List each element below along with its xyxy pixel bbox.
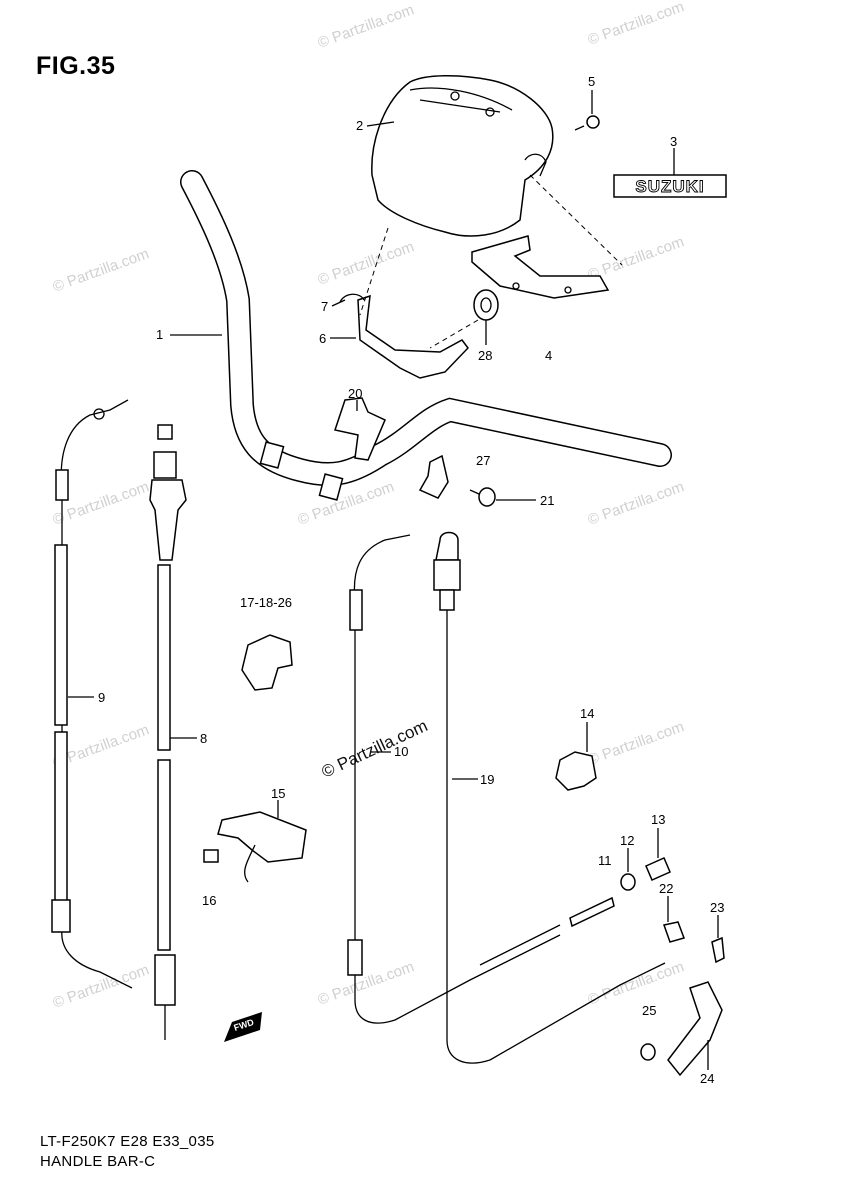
callout-8: 8 bbox=[200, 731, 207, 746]
callout-1: 1 bbox=[156, 327, 163, 342]
emblem-text: SUZUKI bbox=[635, 177, 704, 196]
clamp-17-18-26 bbox=[241, 634, 293, 691]
callout-11: 11 bbox=[598, 853, 612, 868]
screw-5 bbox=[574, 115, 600, 131]
callout-2: 2 bbox=[356, 118, 363, 133]
callout-labels: 1 2 3 4 5 6 7 28 20 27 21 9 8 17-18-26 1… bbox=[98, 74, 724, 1086]
watermark: © Partzilla.com bbox=[586, 958, 687, 1009]
cable-9 bbox=[51, 399, 133, 989]
watermark: © Partzilla.com bbox=[316, 958, 417, 1009]
watermarks: © Partzilla.com © Partzilla.com © Partzi… bbox=[51, 0, 687, 1012]
callout-17-18-26: 17-18-26 bbox=[240, 595, 292, 610]
callout-12: 12 bbox=[620, 833, 634, 848]
bracket-15 bbox=[217, 811, 307, 883]
callout-3: 3 bbox=[670, 134, 677, 149]
holder-20 bbox=[334, 397, 386, 461]
grommet bbox=[473, 289, 499, 321]
watermark: © Partzilla.com bbox=[51, 245, 152, 296]
callout-25: 25 bbox=[642, 1003, 656, 1018]
leader-lines bbox=[68, 90, 719, 1070]
choke-cable-19 bbox=[433, 531, 666, 1064]
callout-24: 24 bbox=[700, 1071, 714, 1086]
suzuki-emblem: SUZUKI bbox=[613, 174, 727, 198]
callout-7: 7 bbox=[321, 299, 328, 314]
clamp-14 bbox=[555, 751, 597, 791]
callout-20: 20 bbox=[348, 386, 362, 401]
cable-8 bbox=[149, 424, 187, 1040]
figure-title: FIG.35 bbox=[36, 52, 116, 80]
callout-9: 9 bbox=[98, 690, 105, 705]
callout-19: 19 bbox=[480, 772, 494, 787]
watermark: © Partzilla.com bbox=[586, 478, 687, 529]
callout-5: 5 bbox=[588, 74, 595, 89]
callout-15: 15 bbox=[271, 786, 285, 801]
fwd-arrow: FWD bbox=[224, 1012, 262, 1042]
callout-22: 22 bbox=[659, 881, 673, 896]
watermark: © Partzilla.com bbox=[296, 478, 397, 529]
bolt-16 bbox=[203, 849, 219, 863]
callout-4: 4 bbox=[545, 348, 552, 363]
callout-13: 13 bbox=[651, 812, 665, 827]
callout-6: 6 bbox=[319, 331, 326, 346]
callout-27: 27 bbox=[476, 453, 490, 468]
small-parts bbox=[620, 857, 725, 1077]
watermark: © Partzilla.com bbox=[316, 1, 417, 52]
callout-28: 28 bbox=[478, 348, 492, 363]
bolt-21 bbox=[469, 487, 496, 507]
assembly-line bbox=[359, 227, 389, 316]
assembly-line bbox=[429, 319, 479, 349]
screw-7 bbox=[331, 299, 346, 307]
assembly-line bbox=[529, 174, 623, 266]
callout-10: 10 bbox=[394, 744, 408, 759]
watermark: © Partzilla.com bbox=[51, 961, 152, 1012]
drawing-name: HANDLE BAR-C bbox=[40, 1153, 156, 1170]
callout-16: 16 bbox=[202, 893, 216, 908]
handlebar-cover bbox=[371, 75, 554, 237]
drawing-code: LT-F250K7 E28 E33_035 bbox=[40, 1133, 215, 1150]
lower-bracket bbox=[339, 293, 469, 379]
cover-bracket bbox=[471, 235, 610, 299]
cable-10 bbox=[347, 534, 615, 1024]
watermark: © Partzilla.com bbox=[586, 0, 687, 49]
watermark: © Partzilla.com bbox=[316, 238, 417, 289]
clamp-27 bbox=[418, 454, 449, 499]
callout-21: 21 bbox=[540, 493, 554, 508]
handlebar bbox=[180, 170, 672, 501]
callout-23: 23 bbox=[710, 900, 724, 915]
center-watermark: © Partzilla.com bbox=[319, 716, 431, 782]
watermark: © Partzilla.com bbox=[586, 718, 687, 769]
callout-14: 14 bbox=[580, 706, 594, 721]
